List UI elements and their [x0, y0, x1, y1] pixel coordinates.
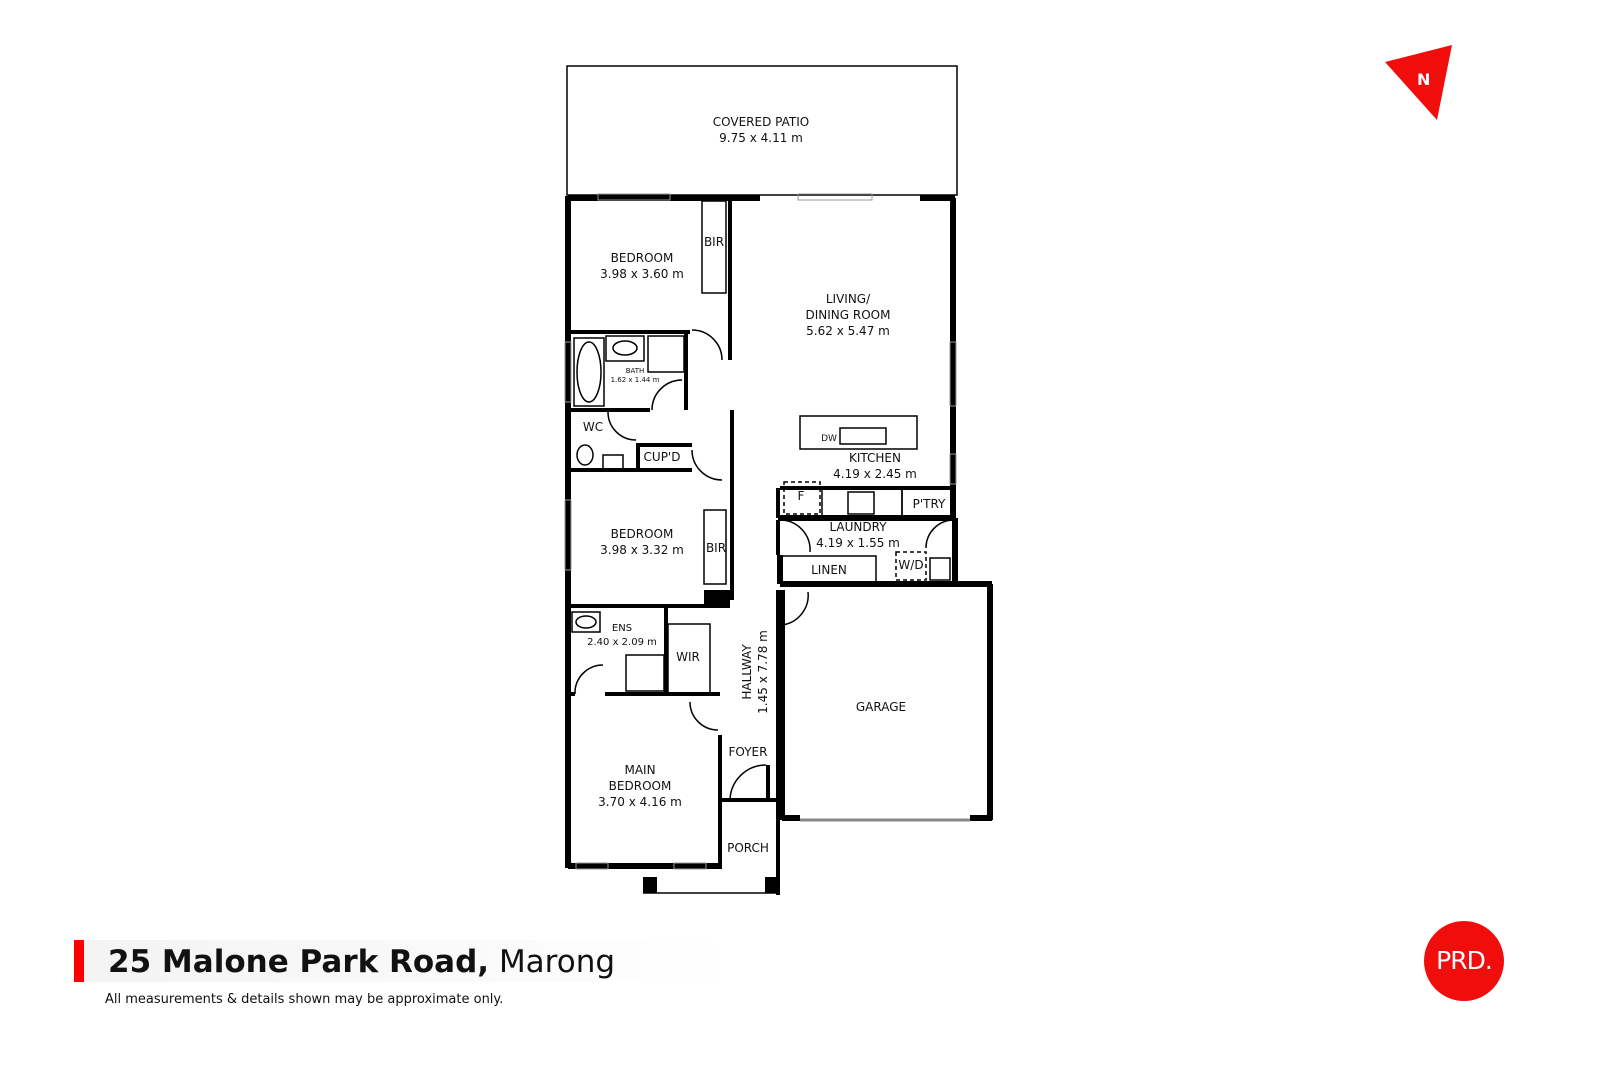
- room-label-garage: GARAGE: [855, 700, 907, 714]
- room-label-porch: PORCH: [727, 841, 769, 855]
- fixtures: [571, 200, 970, 822]
- address-bar: [74, 940, 734, 982]
- room-label-foyer: FOYER: [728, 745, 768, 759]
- room-label-linen: LINEN: [811, 563, 847, 577]
- room-label-cupd: CUP'D: [643, 450, 681, 464]
- north-arrow-icon: [1385, 45, 1452, 120]
- room-label-bir2: BIR: [705, 541, 727, 555]
- address-accent: [74, 940, 84, 982]
- washer-dryer-label: W/D: [898, 558, 924, 572]
- porch-posts: [643, 590, 779, 893]
- dishwasher-label: DW: [821, 434, 837, 444]
- address-title: 25 Malone Park Road, Marong: [108, 944, 616, 980]
- room-label-wir: WIR: [676, 650, 700, 664]
- pantry-label: P'TRY: [912, 497, 946, 511]
- prd-logo: PRD.: [1424, 921, 1504, 1001]
- disclaimer: All measurements & details shown may be …: [105, 992, 504, 1007]
- patio-outline: [566, 65, 958, 196]
- room-label-bir1: BIR: [703, 235, 725, 249]
- windows: [564, 193, 957, 870]
- exterior-walls: [565, 195, 993, 869]
- fridge-label: F: [797, 489, 805, 503]
- north-label: N: [1417, 70, 1431, 89]
- room-label-wc: WC: [582, 420, 604, 434]
